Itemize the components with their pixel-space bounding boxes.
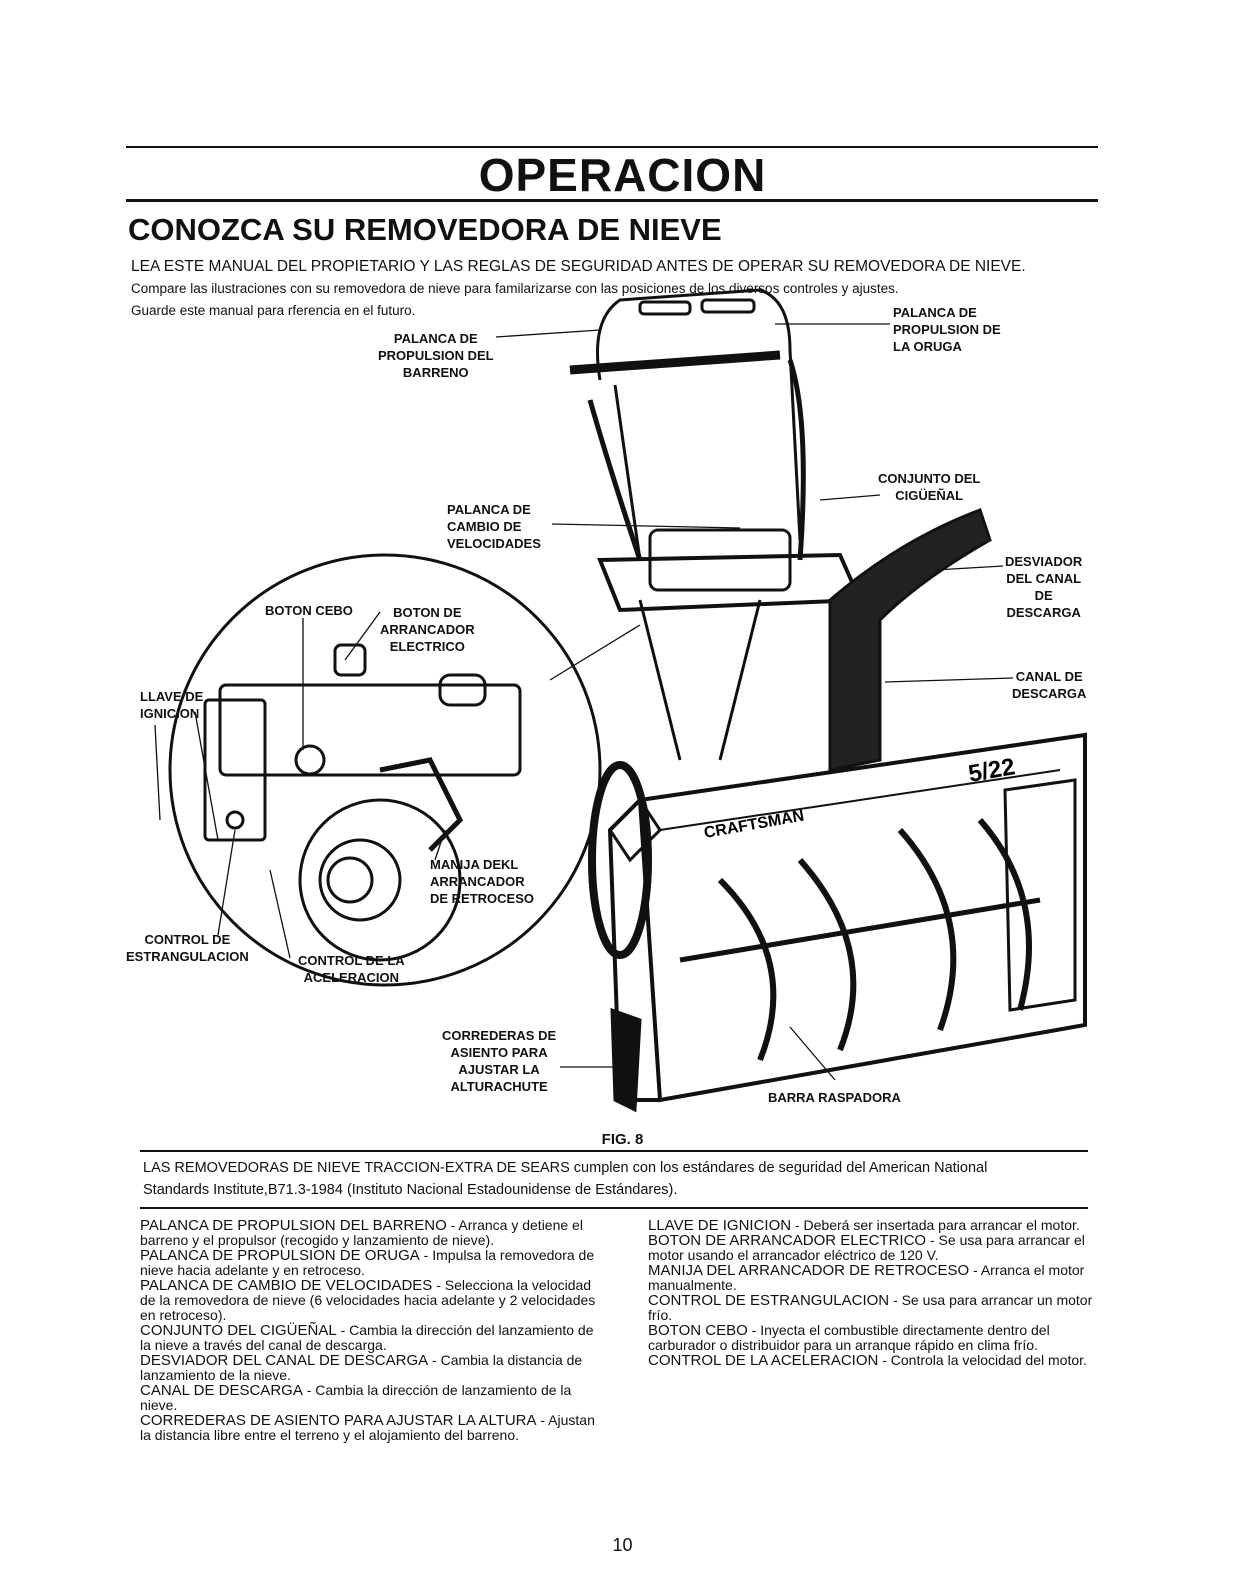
desc-skids: CORREDERAS DE ASIENTO PARA AJUSTAR LA AL…: [140, 1412, 595, 1443]
label-crank: CONJUNTO DEL CIGÜEÑAL: [878, 471, 981, 503]
descriptions-left: PALANCA DE PROPULSION DEL BARRENO - Arra…: [140, 1218, 598, 1443]
fig-rule: [140, 1150, 1088, 1152]
desc-recoil: MANIJA DEL ARRANCADOR DE RETROCESO - Arr…: [648, 1262, 1085, 1293]
intro-line-1: LEA ESTE MANUAL DEL PROPIETARIO Y LAS RE…: [131, 258, 1026, 275]
intro-line-3: Guarde este manual para rferencia en el …: [131, 303, 416, 318]
label-starter-button: BOTON DE ARRANCADOR ELECTRICO: [380, 605, 475, 654]
page-number: 10: [612, 1535, 633, 1555]
label-choke: CONTROL DE ESTRANGULACION: [126, 932, 249, 964]
brand-label: CRAFTSMAN: [703, 808, 806, 842]
desc-crank: CONJUNTO DEL CIGÜEÑAL - Cambia la direcc…: [140, 1322, 594, 1353]
descriptions-right: LLAVE DE IGNICION - Deberá ser insertada…: [648, 1217, 1108, 1369]
desc-shift-lever: PALANCA DE CAMBIO DE VELOCIDADES - Selec…: [140, 1277, 596, 1323]
title-rule: [126, 199, 1098, 202]
label-track-lever: PALANCA DE PROPULSION DE LA ORUGA: [893, 305, 1001, 354]
label-skids: CORREDERAS DE ASIENTO PARA AJUSTAR LA AL…: [442, 1028, 557, 1094]
label-chute: CANAL DE DESCARGA: [1012, 669, 1087, 701]
desc-ignition: LLAVE DE IGNICION - Deberá ser insertada…: [648, 1217, 1080, 1234]
figure-caption: FIG. 8: [601, 1131, 644, 1148]
label-scraper: BARRA RASPADORA: [768, 1090, 901, 1105]
desc-choke: CONTROL DE ESTRANGULACION - Se usa para …: [648, 1292, 1093, 1323]
desc-track-lever: PALANCA DE PROPULSION DE ORUGA - Impulsa…: [140, 1247, 595, 1278]
label-shift-lever: PALANCA DE CAMBIO DE VELOCIDADES: [447, 502, 541, 551]
desc-chute: CANAL DE DESCARGA - Cambia la dirección …: [140, 1382, 572, 1413]
model-label: 5/22: [966, 753, 1017, 788]
label-throttle: CONTROL DE LA ACELERACION: [298, 953, 405, 985]
desc-deflector: DESVIADOR DEL CANAL DE DESCARGA - Cambia…: [140, 1352, 583, 1383]
label-auger-lever: PALANCA DE PROPULSION DEL BARRENO: [378, 331, 494, 380]
intro-line-2: Compare las ilustraciones con su removed…: [131, 281, 899, 296]
standards-note-line-1: LAS REMOVEDORAS DE NIEVE TRACCION-EXTRA …: [143, 1160, 988, 1176]
page-title: OPERACION: [478, 149, 767, 201]
label-deflector: DESVIADOR DEL CANAL DE DESCARGA: [1005, 554, 1083, 620]
desc-auger-lever: PALANCA DE PROPULSION DEL BARRENO - Arra…: [140, 1217, 583, 1248]
desc-primer: BOTON CEBO - Inyecta el combustible dire…: [648, 1322, 1050, 1353]
top-rule: [126, 146, 1098, 148]
standards-note-line-2: Standards Institute,B71.3-1984 (Institut…: [143, 1182, 678, 1198]
label-ignition: LLAVE DE IGNICION: [140, 689, 204, 721]
label-primer: BOTON CEBO: [265, 603, 353, 618]
desc-throttle: CONTROL DE LA ACELERACION - Controla la …: [648, 1352, 1087, 1369]
note-rule: [140, 1207, 1088, 1209]
label-recoil: MANIJA DEKL ARRANCADOR DE RETROCESO: [430, 857, 535, 906]
section-heading: CONOZCA SU REMOVEDORA DE NIEVE: [128, 212, 722, 247]
desc-starter-button: BOTON DE ARRANCADOR ELECTRICO - Se usa p…: [648, 1232, 1085, 1263]
